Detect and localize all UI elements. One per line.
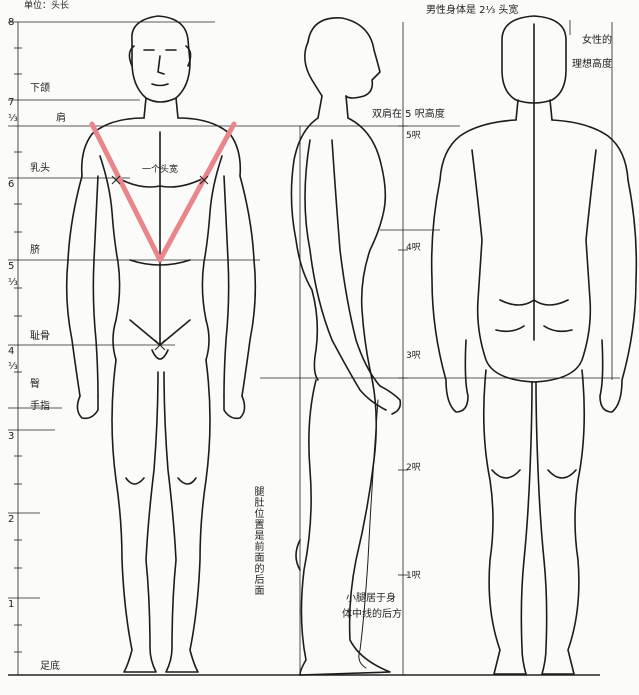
ruler-hip: 臀 — [30, 379, 40, 390]
ruler-pubis: 耻骨 — [30, 331, 50, 342]
feet-4-label: 4呎 — [406, 243, 421, 253]
ruler-fingers: 手指 — [30, 401, 50, 412]
back-figure — [430, 15, 638, 675]
ruler-7-third: ⅓ — [8, 113, 18, 124]
ruler-ticks — [14, 47, 408, 653]
ruler-4: 4 — [8, 346, 15, 357]
feet-3-label: 3呎 — [406, 351, 421, 361]
calf-note-line1: 小腿居于身 — [346, 593, 396, 604]
ruler-7: 7 — [8, 97, 15, 108]
one-head-width-label: 一个头宽 — [142, 165, 179, 175]
front-figure — [65, 15, 257, 673]
ruler-4-third: ⅓ — [8, 361, 18, 372]
ruler-navel: 脐 — [30, 245, 40, 256]
feet-2-label: 2呎 — [406, 463, 421, 473]
ruler-5: 5 — [8, 261, 15, 272]
side-figure — [290, 17, 402, 676]
ruler-5-third: ⅓ — [8, 277, 18, 288]
feet-5-label: 5呎 — [406, 131, 421, 141]
ruler-1: 1 — [8, 599, 15, 610]
ruler-shoulder: 肩 — [56, 113, 66, 124]
unit-label: 单位：头长 — [24, 1, 70, 11]
ruler-6: 6 — [8, 179, 15, 190]
ruler-sole: 足底 — [40, 661, 60, 672]
ruler-chin: 下颌 — [30, 83, 50, 94]
ruler-3: 3 — [8, 431, 15, 442]
ruler-2: 2 — [8, 514, 15, 525]
male-width-label: 男性身体是 2⅓ 头宽 — [426, 5, 519, 16]
ruler-8: 8 — [8, 17, 15, 28]
calf-note-line2: 体中线的后方 — [342, 609, 402, 620]
shoulder-height-label: 双肩在 5 呎高度 — [372, 109, 445, 120]
ruler-nipple: 乳头 — [30, 163, 50, 174]
front-cross-marks — [111, 175, 209, 351]
calf-position-vertical-note: 腿肚位置是前面的后面 — [252, 486, 263, 596]
proportion-guides — [8, 20, 620, 676]
red-v-marker — [89, 121, 237, 263]
female-ideal-line1: 女性的 — [582, 35, 612, 46]
feet-1-label: 1呎 — [406, 571, 421, 581]
female-ideal-line2: 理想高度 — [572, 59, 612, 70]
